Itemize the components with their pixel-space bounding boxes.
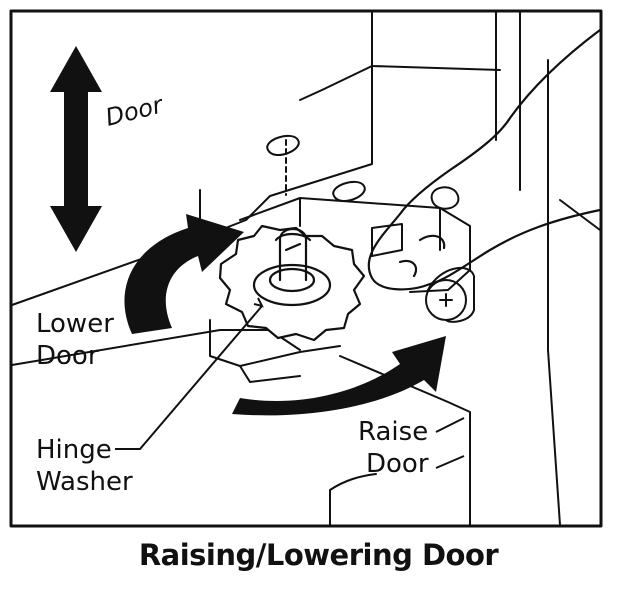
screw-icon (425, 267, 475, 323)
figure-frame (9, 9, 603, 528)
hinge-bracket (239, 134, 471, 293)
hand-pointer (367, 28, 602, 291)
cabinet-right-side (495, 10, 601, 526)
raise-door-label: Raise (358, 417, 428, 447)
raise-door-leader (435, 417, 465, 469)
hinge-washer-label-line2: Washer (36, 467, 133, 497)
raise-door-label-line2: Door (366, 449, 429, 479)
door-up-down-arrow (50, 46, 102, 252)
hinge-washer-gear (218, 224, 366, 342)
door-label: Door (103, 90, 168, 132)
hinge-washer-label: Hinge (36, 435, 112, 465)
figure-caption: Raising/Lowering Door (138, 538, 499, 572)
raise-door-arrow (232, 336, 446, 416)
lower-door-label: Lower (36, 309, 114, 339)
lower-door-arrow (124, 214, 244, 334)
lower-door-label-line2: Door (36, 341, 99, 371)
hinge-washer-leader (115, 305, 263, 450)
